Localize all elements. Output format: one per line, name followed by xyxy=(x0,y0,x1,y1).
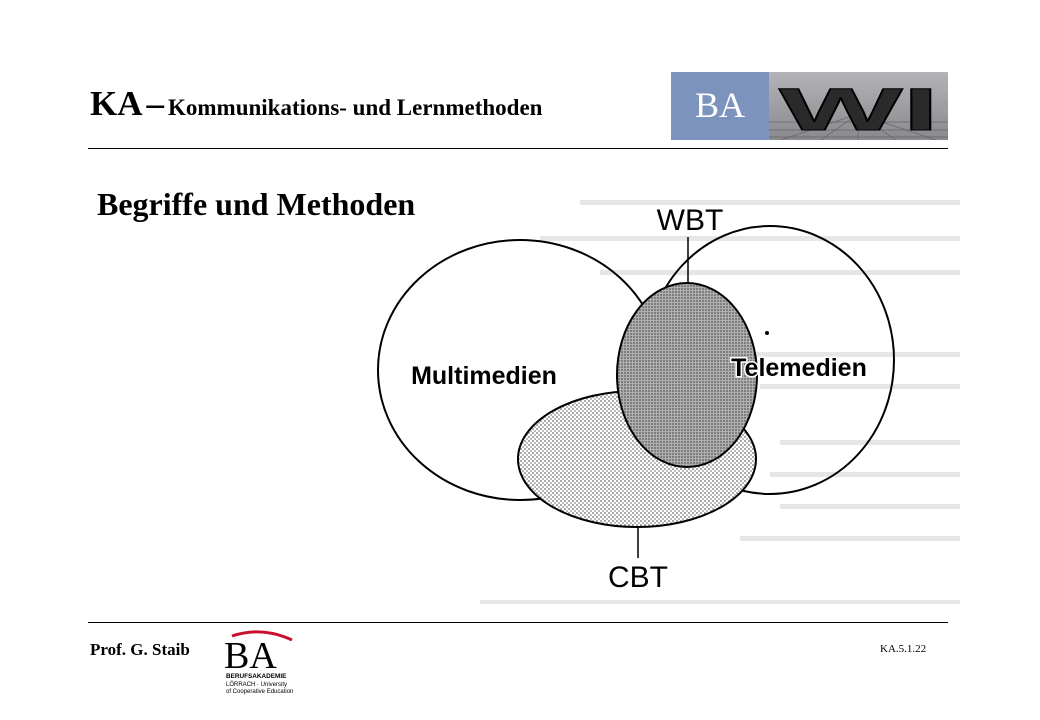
footer-logo-line3: of Cooperative Education xyxy=(226,689,293,695)
cbt-label: CBT xyxy=(608,561,668,594)
footer-author: Prof. G. Staib xyxy=(90,640,190,659)
footer-logo-ba: BA xyxy=(224,635,277,677)
page-title-subtitle: Kommunikations- und Lernmethoden xyxy=(168,95,543,120)
footer-logo-line2: LÖRRACH · University xyxy=(226,681,287,688)
telemedien-label: Telemedien xyxy=(731,354,867,382)
multimedien-label: Multimedien xyxy=(411,362,557,390)
wi-logo-text: WI xyxy=(779,76,939,140)
venn-diagram: WBT Multimedien Telemedien CBT xyxy=(377,200,960,604)
page-title-main: KA xyxy=(90,84,143,123)
ba-wi-logo: BA WI xyxy=(671,72,948,140)
marker-dot xyxy=(765,331,769,335)
ba-logo-panel xyxy=(671,72,769,140)
page-title-separator: – xyxy=(146,84,165,123)
wbt-ellipse xyxy=(616,282,758,468)
berufsakademie-logo: BA BERUFSAKADEMIE LÖRRACH · University o… xyxy=(224,630,293,695)
page-title: KA – Kommunikations- und Lernmethoden xyxy=(90,84,542,124)
wi-logo-panel xyxy=(769,72,948,140)
footer-logo-line1: BERUFSAKADEMIE xyxy=(226,673,287,680)
logo-swoosh xyxy=(231,630,293,642)
slide-number: KA.5.1.22 xyxy=(880,643,927,655)
background-texture xyxy=(480,200,960,604)
footer-divider xyxy=(88,622,948,623)
section-title: Begriffe und Methoden xyxy=(97,186,416,222)
ba-logo-text: BA xyxy=(695,85,745,125)
wbt-label: WBT xyxy=(657,204,724,237)
header-divider xyxy=(88,148,948,149)
